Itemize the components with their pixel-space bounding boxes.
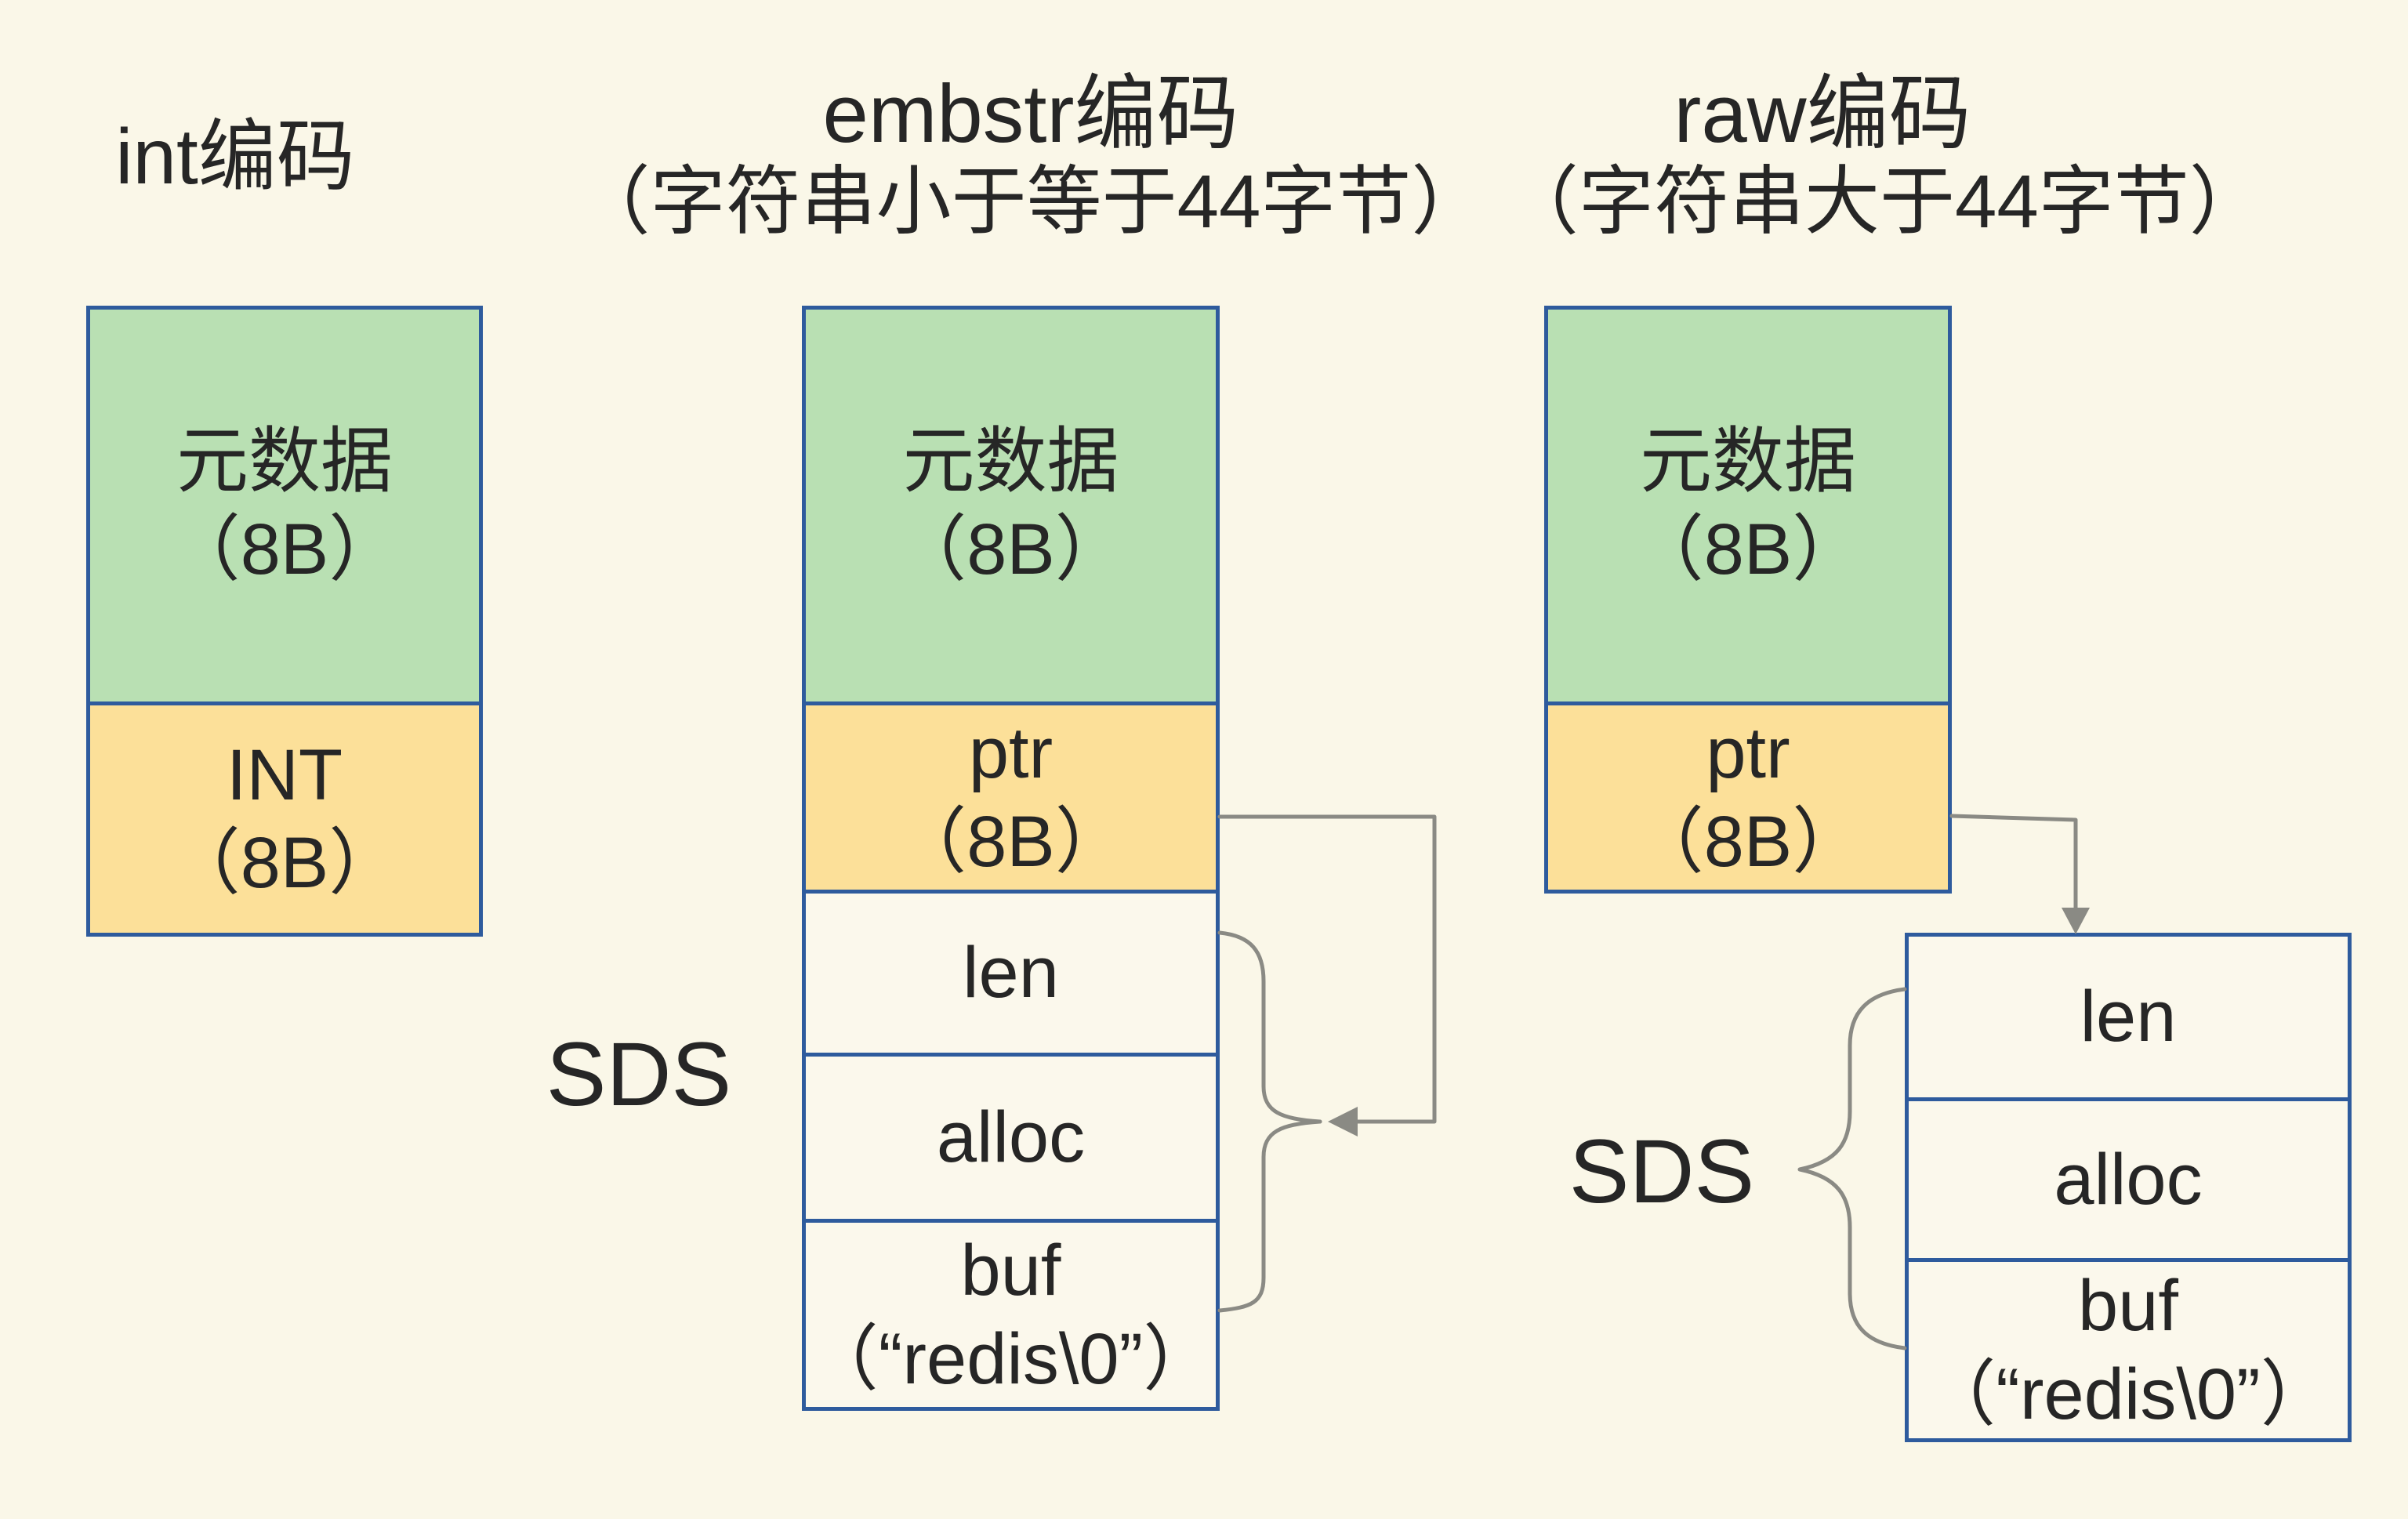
cell-text: （8B） [894, 509, 1127, 589]
cell-text: （8B） [168, 823, 401, 903]
cell-text: （“redis\0”） [1924, 1354, 2333, 1434]
cell-text: buf [2078, 1266, 2178, 1347]
embstr-sds-bracket [1217, 930, 1322, 1124]
cell-text: buf [960, 1231, 1061, 1311]
embstr-ptr-cell: ptr （8B） [802, 701, 1220, 894]
embstr-buf-cell: buf （“redis\0”） [802, 1219, 1220, 1411]
column-title-int: int编码 [115, 113, 355, 201]
cell-text: ptr [968, 713, 1054, 794]
raw-pointer-arrow [1949, 814, 2078, 910]
cell-text: （8B） [1631, 801, 1865, 882]
raw-ptr-cell: ptr （8B） [1544, 701, 1952, 894]
embstr-sds-label: SDS [546, 1024, 732, 1125]
cell-text: INT [226, 734, 343, 815]
cell-text: len [963, 933, 1059, 1013]
column-subtitle-raw: （字符串大于44字节） [1503, 160, 2265, 244]
embstr-arrowhead-icon [1328, 1107, 1358, 1137]
column-title-raw: raw编码 [1674, 68, 1971, 160]
embstr-sds-bracket [1217, 1119, 1322, 1313]
embstr-alloc-cell: alloc [802, 1053, 1220, 1223]
cell-text: alloc [2054, 1139, 2203, 1220]
cell-text: alloc [936, 1097, 1086, 1178]
embstr-metadata-cell: 元数据 （8B） [802, 306, 1220, 705]
raw-arrowhead-icon [2062, 908, 2090, 934]
raw-alloc-cell: alloc [1905, 1097, 2352, 1262]
cell-text: （“redis\0”） [806, 1318, 1216, 1399]
embstr-pointer-arrow [1217, 814, 1437, 1124]
cell-text: （8B） [894, 801, 1127, 882]
raw-sds-label: SDS [1568, 1122, 1755, 1222]
int-metadata-cell: 元数据 （8B） [86, 306, 483, 705]
cell-text: 元数据 [1639, 421, 1856, 502]
cell-text: （8B） [168, 509, 401, 589]
column-subtitle-embstr: （字符串小于等于44字节） [575, 160, 1487, 244]
raw-sds-brace [1797, 987, 1907, 1350]
int-value-cell: INT （8B） [86, 701, 483, 937]
cell-text: 元数据 [176, 421, 393, 502]
cell-text: （8B） [1631, 509, 1865, 589]
raw-buf-cell: buf （“redis\0”） [1905, 1258, 2352, 1442]
raw-metadata-cell: 元数据 （8B） [1544, 306, 1952, 705]
cell-text: ptr [1706, 713, 1790, 794]
column-title-embstr: embstr编码 [822, 68, 1239, 160]
cell-text: 元数据 [902, 421, 1119, 502]
cell-text: len [2080, 977, 2177, 1057]
